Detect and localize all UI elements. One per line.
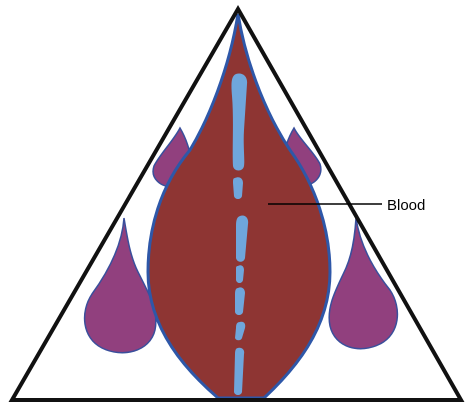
lumen-segment [233, 177, 243, 199]
lower-right-purple-lobe [329, 218, 397, 349]
central-blood-body [148, 14, 330, 398]
lumen-segment [236, 265, 244, 283]
lower-left-purple-lobe [85, 218, 156, 353]
blood-label: Blood [387, 197, 425, 214]
